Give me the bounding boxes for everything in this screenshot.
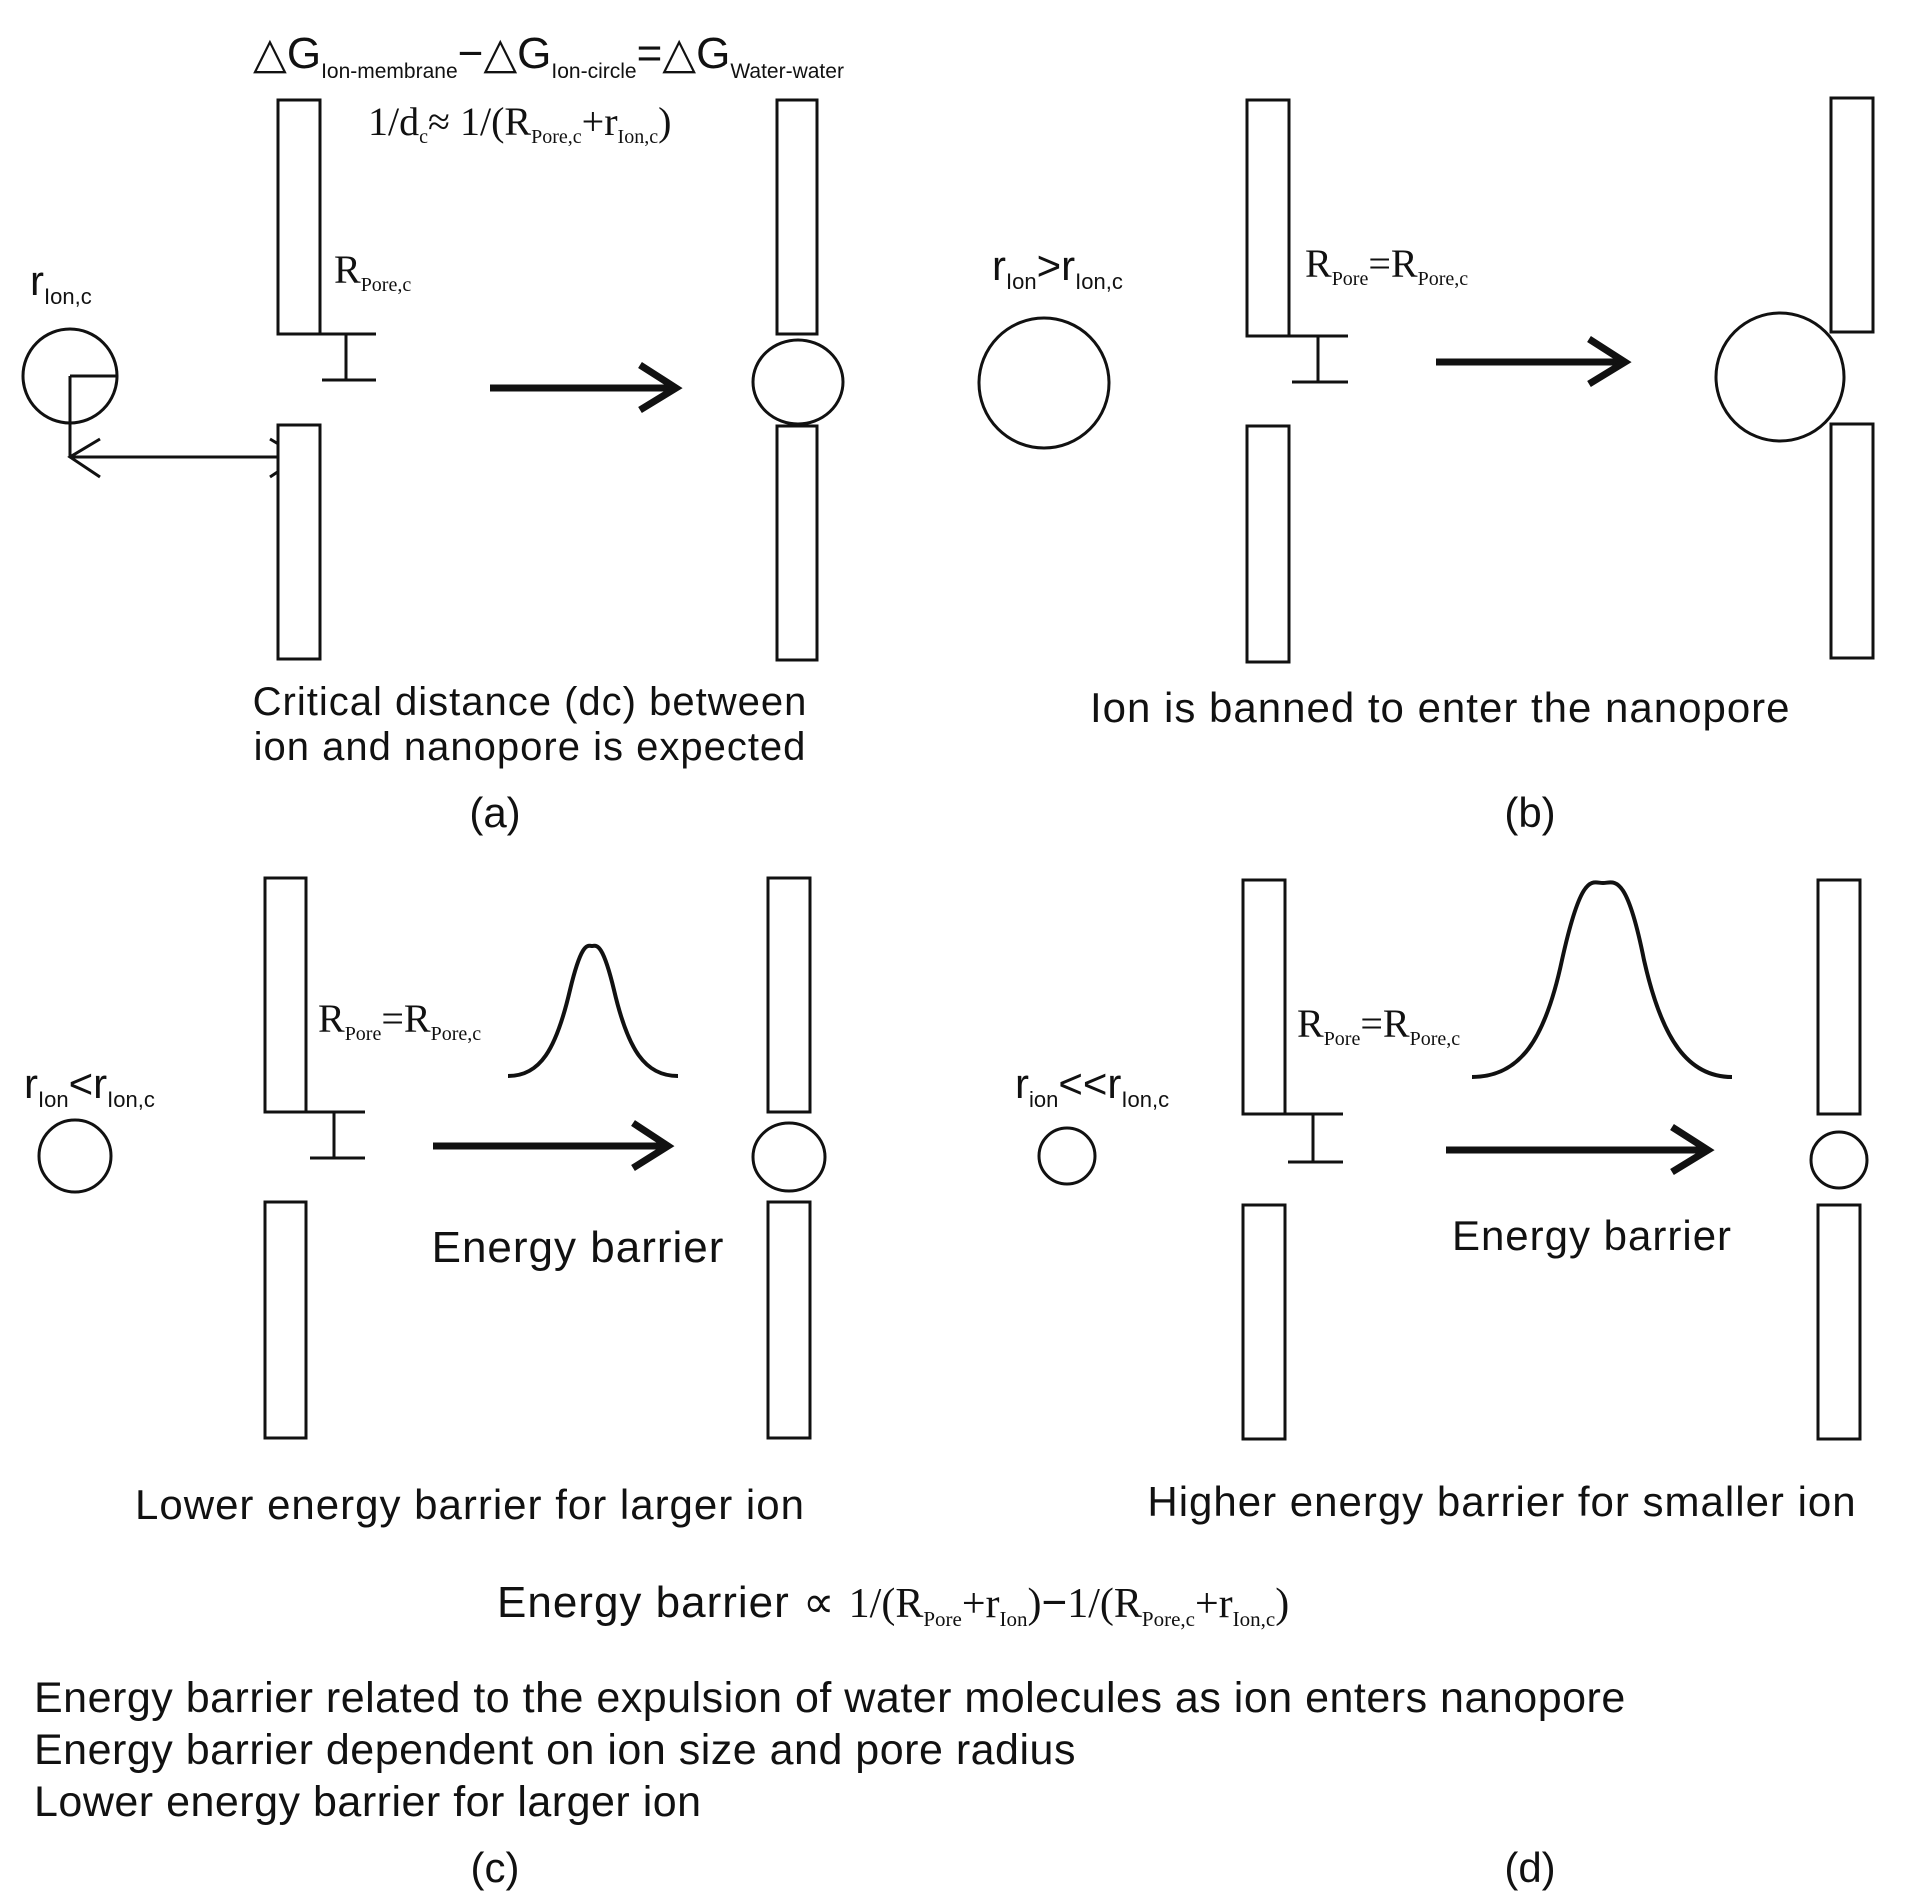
membrane-wall-upper: [1241, 878, 1287, 1116]
panel-d-barrier-label: Energy barrier: [1452, 1212, 1732, 1259]
panel-d-ion-label: rion<<rIon,c: [1015, 1060, 1169, 1112]
membrane-wall-upper: [1816, 878, 1862, 1116]
transition-arrow: [490, 362, 683, 413]
ion-in-pore: [751, 1121, 827, 1193]
membrane-wall-lower: [1245, 424, 1291, 664]
panel-a-tag: (a): [469, 789, 520, 836]
pore-radius-marker: [320, 332, 376, 382]
ion-in-pore: [751, 338, 845, 426]
panel-a-free-energy-equation: △GIon-membrane−△GIon-circle=△GWater-wate…: [253, 29, 844, 83]
panel-a-ion-label: rIon,c: [30, 257, 92, 309]
membrane-wall-lower: [1816, 1203, 1862, 1441]
ion-in-pore: [1809, 1130, 1869, 1190]
membrane-wall-lower: [766, 1200, 812, 1440]
energy-barrier-formula: Energy barrier ∝ 1/(RPore+rIon)−1/(RPore…: [497, 1578, 1289, 1631]
panel-d-tag: (d): [1504, 1844, 1555, 1891]
pore-radius-marker: [1289, 334, 1348, 384]
panel-c-caption: Lower energy barrier for larger ion: [135, 1481, 805, 1528]
panel-c-ion-label: rIon<rIon,c: [24, 1060, 155, 1112]
panel-b: rIon>rIon,c RPore=RPore,c Ion is banned …: [977, 96, 1875, 836]
membrane-wall-lower: [276, 423, 322, 661]
membrane-wall-lower: [1241, 1203, 1287, 1441]
panel-a-pore-label: RPore,c: [334, 247, 411, 296]
note-line: Energy barrier dependent on ion size and…: [34, 1726, 1076, 1774]
membrane-wall-upper: [1829, 96, 1875, 334]
large-ion-circle: [977, 316, 1111, 450]
membrane-wall-upper: [263, 876, 308, 1114]
transition-arrow: [433, 1120, 675, 1171]
low-energy-barrier-curve: [507, 943, 679, 1078]
notes: Energy barrier related to the expulsion …: [34, 1674, 1626, 1826]
note-line: Lower energy barrier for larger ion: [34, 1778, 702, 1826]
membrane-wall-lower: [1829, 422, 1875, 660]
transition-arrow: [1436, 336, 1632, 387]
pore-radius-marker: [1285, 1112, 1343, 1164]
panel-a-critical-distance-equation: 1/dc≈ 1/(RPore,c+rIon,c): [368, 99, 671, 148]
panel-b-caption: Ion is banned to enter the nanopore: [1090, 684, 1791, 731]
transition-arrow: [1446, 1124, 1715, 1175]
pore-radius-marker: [306, 1110, 365, 1160]
blocked-ion-circle: [1714, 311, 1846, 443]
smallest-ion-circle: [1037, 1126, 1097, 1186]
panel-c: rIon<rIon,c RPore=RPore,c Energy barrier…: [24, 876, 827, 1528]
membrane-wall-upper: [766, 876, 812, 1114]
panel-a: △GIon-membrane−△GIon-circle=△GWater-wate…: [21, 29, 845, 836]
panel-a-caption-line1: Critical distance (dc) between: [253, 680, 808, 724]
membrane-wall-lower: [775, 424, 819, 662]
panel-d-pore-label: RPore=RPore,c: [1297, 1001, 1460, 1050]
panel-b-ion-label: rIon>rIon,c: [992, 242, 1123, 294]
note-line: Energy barrier related to the expulsion …: [34, 1674, 1626, 1722]
critical-distance-arrow: [67, 437, 303, 479]
panel-b-tag: (b): [1504, 789, 1555, 836]
panel-d: rion<<rIon,c RPore=RPore,c Energy barrie…: [1015, 878, 1869, 1525]
panel-b-pore-label: RPore=RPore,c: [1305, 241, 1468, 290]
panel-c-pore-label: RPore=RPore,c: [318, 996, 481, 1045]
smaller-ion-circle: [37, 1118, 113, 1194]
panel-c-barrier-label: Energy barrier: [432, 1223, 725, 1272]
membrane-wall-upper: [775, 98, 819, 336]
panel-c-tag: (c): [471, 1844, 520, 1891]
membrane-wall-upper: [1245, 98, 1291, 338]
panel-d-caption: Higher energy barrier for smaller ion: [1147, 1478, 1856, 1525]
high-energy-barrier-curve: [1471, 880, 1733, 1079]
membrane-wall-upper: [276, 98, 322, 336]
panel-a-caption-line2: ion and nanopore is expected: [254, 725, 807, 769]
membrane-wall-lower: [263, 1200, 308, 1440]
